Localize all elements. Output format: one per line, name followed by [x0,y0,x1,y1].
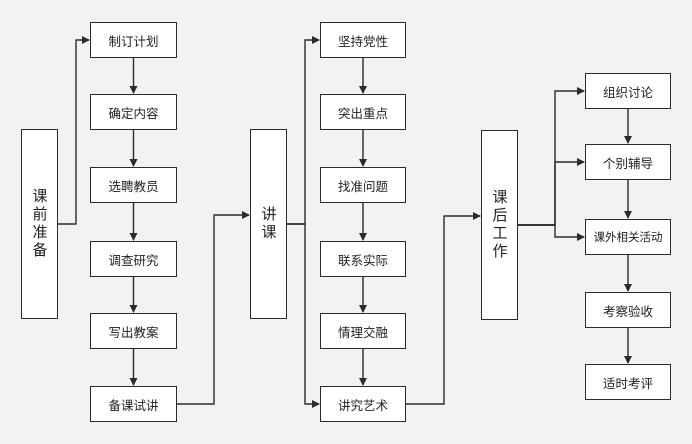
step-label: 备课试讲 [108,397,159,413]
connector-s3-c1 [518,87,585,226]
step-label: 调查研究 [108,252,159,268]
connector-s3-c2 [518,158,585,226]
step-box: 突出重点 [320,94,406,130]
stage-box-prep: 课前准备 [21,129,58,319]
step-box: 坚持党性 [320,22,406,58]
step-label: 选聘教员 [108,178,159,194]
step-label: 个别辅导 [602,155,653,171]
step-label: 适时考评 [602,375,653,391]
connector-s3-c3 [518,224,585,241]
connector-s1-a1 [58,36,90,225]
step-label: 情理交融 [337,324,388,340]
step-label: 突出重点 [337,105,388,121]
step-label: 找准问题 [337,178,388,194]
step-box: 组织讨论 [585,73,671,109]
step-box: 找准问题 [320,167,406,203]
stage-box-lecture: 讲课 [250,129,287,319]
connector-s2-b6 [287,223,320,408]
stage-box-after: 课后工作 [481,130,518,320]
step-box: 确定内容 [90,94,177,130]
step-label: 组织讨论 [602,84,653,100]
step-box: 情理交融 [320,313,406,349]
step-box: 讲究艺术 [320,386,406,422]
connector-b6-s3 [406,212,481,405]
step-box: 备课试讲 [90,386,177,422]
stage-label: 课前准备 [30,188,49,260]
step-label: 课外相关活动 [593,230,663,244]
step-label: 联系实际 [337,252,388,268]
step-box: 考察验收 [585,292,671,328]
connector-s2-b1 [287,36,320,225]
step-box: 课外相关活动 [585,219,671,255]
step-box: 写出教案 [90,313,177,349]
step-label: 讲究艺术 [337,397,388,413]
step-label: 考察验收 [602,303,653,319]
step-box: 个别辅导 [585,144,671,180]
step-label: 写出教案 [108,324,159,340]
step-label: 坚持党性 [337,33,388,49]
step-label: 确定内容 [108,105,159,121]
step-box: 选聘教员 [90,167,177,203]
step-box: 调查研究 [90,241,177,277]
stage-label: 讲课 [259,206,278,242]
stage-label: 课后工作 [490,189,509,261]
connector-a6-s2 [177,211,250,405]
step-label: 制订计划 [108,33,159,49]
step-box: 制订计划 [90,22,177,58]
step-box: 适时考评 [585,364,671,400]
step-box: 联系实际 [320,241,406,277]
